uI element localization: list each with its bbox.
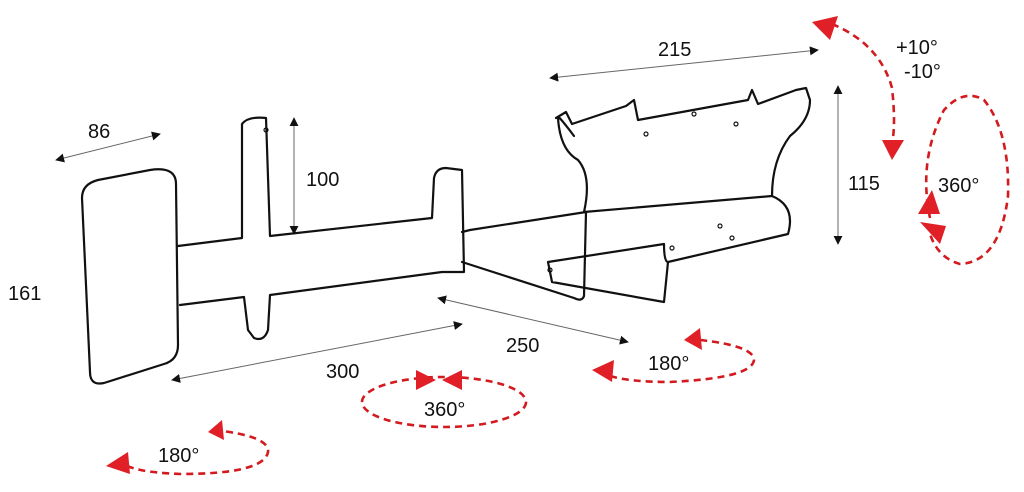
plate-height-label: 115: [848, 173, 880, 195]
base-width-label: 86: [88, 121, 110, 143]
tilt-down-label: -10°: [904, 61, 941, 83]
plate-joint-rotation-arc: [609, 338, 756, 384]
base-rotation-arrowhead: [106, 452, 130, 474]
tilt-arrowhead: [812, 16, 838, 40]
tilt-up-label: +10°: [896, 37, 938, 59]
plate-rotation-loop: [924, 94, 1010, 266]
plate-joint-rotation-label: 180°: [648, 353, 689, 375]
vesa-hole: [717, 223, 723, 229]
arm-joint-rotation-ellipse: [360, 375, 528, 429]
vesa-hole: [547, 267, 553, 273]
dimensions: 86 161 100 300 250 215 115: [8, 39, 880, 383]
wall-base-plate: [80, 168, 180, 385]
tilt-arc: [831, 22, 896, 145]
plate-joint-rotation-arrowhead: [684, 328, 702, 350]
arm1-length-dimension-line: [171, 321, 463, 383]
second-arm: [460, 210, 588, 301]
plate-rotation-label: 360°: [938, 175, 979, 197]
base-height-label: 161: [8, 283, 41, 305]
vesa-hole: [729, 235, 735, 241]
plate-joint-rotation-arrowhead: [592, 360, 614, 382]
vesa-hole: [669, 245, 675, 251]
arm1-length-label: 300: [326, 361, 359, 383]
first-arm: [176, 116, 466, 341]
plate-width-dimension-line: [549, 46, 819, 82]
arm2-length-dimension-line: [437, 295, 629, 345]
post-hole: [263, 127, 269, 133]
base-rotation-arc: [120, 428, 270, 476]
tilt-arrowhead: [882, 140, 904, 160]
vesa-hole: [733, 121, 739, 127]
plate-rotation-arrowhead: [920, 222, 946, 244]
arm-joint-rotation-arrowhead: [416, 370, 436, 390]
plate-width-label: 215: [658, 39, 691, 61]
vesa-hole: [643, 131, 649, 137]
plate-rotation-arrowhead: [918, 190, 940, 214]
base-width-dimension-line: [55, 131, 161, 163]
arm2-length-label: 250: [506, 335, 539, 357]
arm-joint-rotation-label: 360°: [424, 399, 465, 421]
post-height-label: 100: [306, 169, 339, 191]
base-rotation-arrowhead: [208, 420, 224, 440]
base-rotation-label: 180°: [158, 445, 199, 467]
arm-joint-rotation-arrowhead: [442, 370, 462, 390]
rotations: 180° 360° 180° 360° +10° -10°: [106, 16, 1010, 476]
vesa-hole: [691, 111, 697, 117]
vesa-plate: [546, 86, 812, 304]
